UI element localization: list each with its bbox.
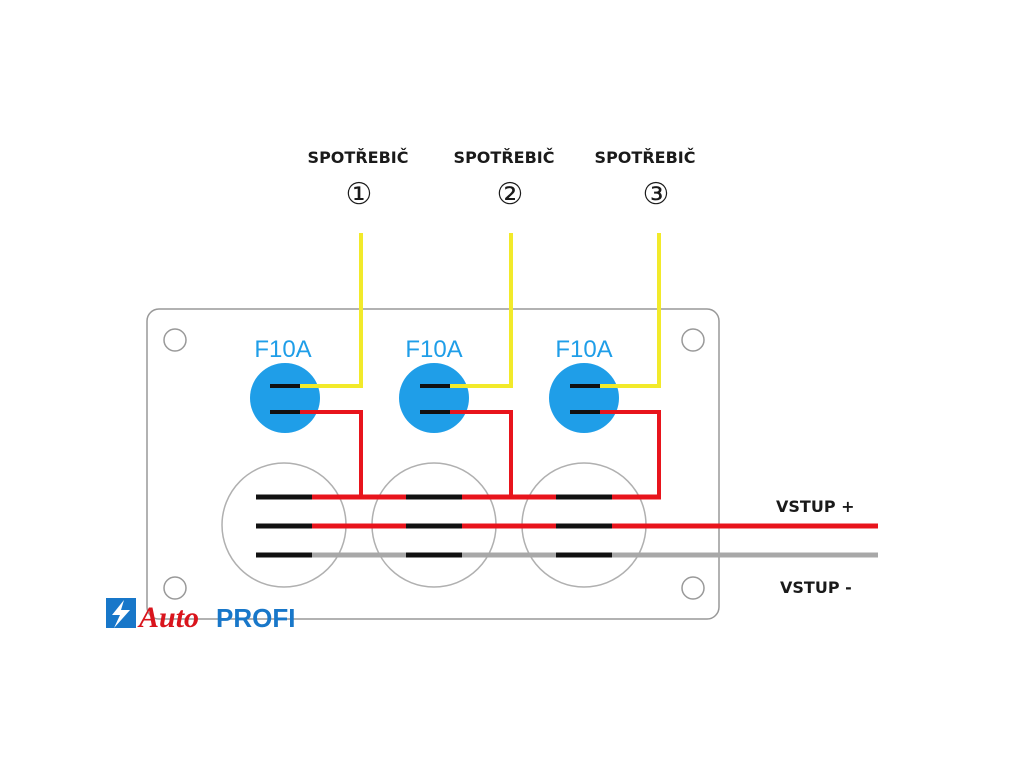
- fuse-rating-3: F10A: [555, 336, 612, 363]
- mount-hole-top-left: [163, 328, 187, 352]
- autoprofi-logo: Auto PROFI: [106, 598, 295, 634]
- mount-hole-bottom-right: [681, 576, 705, 600]
- switch-panel: [146, 308, 720, 620]
- fuse-terminals: [270, 384, 600, 414]
- load-wire-3: [598, 233, 661, 388]
- consumer-number-2: ②: [497, 177, 524, 212]
- fuse-body-3: [549, 363, 619, 433]
- load-wire-1: [298, 233, 363, 388]
- mount-hole-top-right: [681, 328, 705, 352]
- input-positive-label: VSTUP +: [776, 497, 855, 516]
- consumer-label-3: SPOTŘEBIČ: [595, 148, 696, 167]
- feed-wire-3: [598, 410, 661, 497]
- fuse-body-2: [399, 363, 469, 433]
- consumer-number-3: ③: [643, 177, 670, 212]
- switch-terminals: [256, 494, 612, 558]
- consumer-number-1: ①: [346, 177, 373, 212]
- input-negative-label: VSTUP -: [780, 578, 852, 597]
- fuse-rating-2: F10A: [405, 336, 462, 363]
- logo-text-profi: PROFI: [216, 603, 295, 633]
- logo-bolt-icon: [112, 600, 130, 628]
- feed-wire-2: [448, 410, 513, 497]
- feed-wire-1: [298, 410, 363, 497]
- fuse-rating-1: F10A: [254, 336, 311, 363]
- logo-text-auto: Auto: [137, 601, 199, 634]
- load-wire-2: [448, 233, 513, 388]
- mount-hole-bottom-left: [163, 576, 187, 600]
- fuse-body-1: [250, 363, 320, 433]
- consumer-label-2: SPOTŘEBIČ: [454, 148, 555, 167]
- consumer-label-1: SPOTŘEBIČ: [308, 148, 409, 167]
